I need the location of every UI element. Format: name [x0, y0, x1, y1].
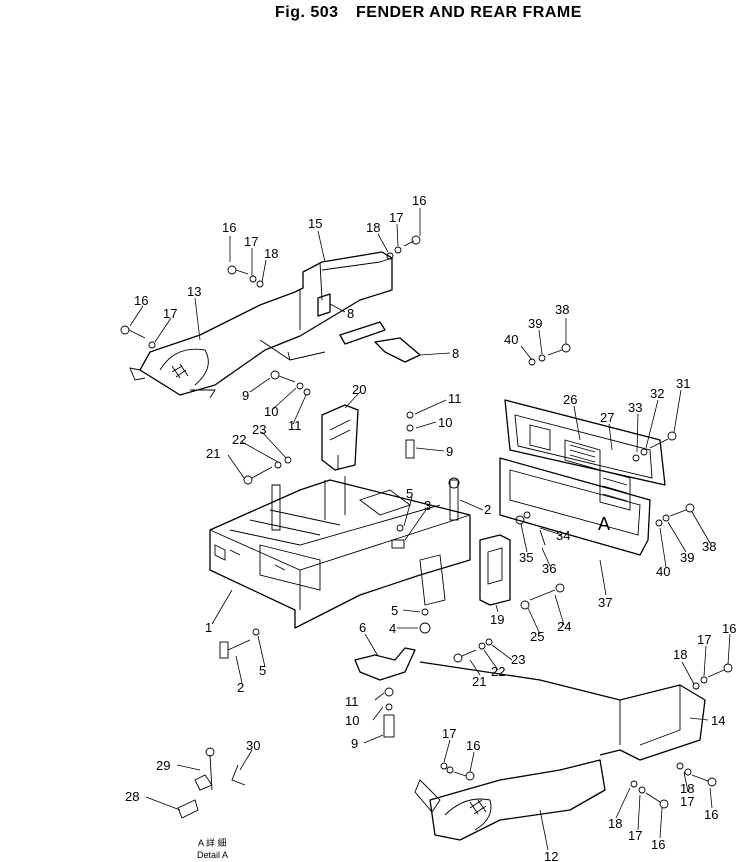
callout-8: 8	[347, 306, 354, 321]
callout-17: 17	[442, 726, 456, 741]
callout-18: 18	[366, 220, 380, 235]
callout-9: 9	[242, 388, 249, 403]
callout-19: 19	[490, 612, 504, 627]
callout-10: 10	[438, 415, 452, 430]
callout-25: 25	[530, 629, 544, 644]
callout-12: 12	[544, 849, 558, 862]
callout-17: 17	[163, 306, 177, 321]
detail-label: Detail A	[197, 850, 228, 860]
callout-17: 17	[628, 828, 642, 843]
figure-title: Fig. 503 FENDER AND REAR FRAME	[0, 0, 739, 30]
callout-16: 16	[651, 837, 665, 852]
callout-21: 21	[206, 446, 220, 461]
callout-40: 40	[656, 564, 670, 579]
callout-17: 17	[389, 210, 403, 225]
lower-plate-37	[499, 457, 651, 556]
callout-5: 5	[391, 603, 398, 618]
bolts-and-washers	[120, 235, 733, 809]
left-fender-13	[129, 251, 393, 399]
callout-21: 21	[472, 674, 486, 689]
callout-30: 30	[246, 738, 260, 753]
fender-12	[414, 759, 606, 841]
callout-33: 33	[628, 400, 642, 415]
callout-4: 4	[389, 621, 396, 636]
figure-number: Fig. 503	[275, 4, 339, 21]
callout-16: 16	[466, 738, 480, 753]
callout-35: 35	[519, 550, 533, 565]
callout-22: 22	[491, 664, 505, 679]
callout-2: 2	[237, 680, 244, 695]
callout-32: 32	[650, 386, 664, 401]
callout-37: 37	[598, 595, 612, 610]
callout-9: 9	[351, 736, 358, 751]
support-bracket-19	[479, 534, 511, 606]
callout-14: 14	[711, 713, 725, 728]
callout-18: 18	[608, 816, 622, 831]
callout-11: 11	[448, 391, 462, 406]
callout-17: 17	[244, 234, 258, 249]
callout-5: 5	[406, 486, 413, 501]
callout-5: 5	[259, 663, 266, 678]
callout-34: 34	[556, 528, 570, 543]
callout-10: 10	[345, 713, 359, 728]
callout-38: 38	[555, 302, 569, 317]
right-fender-14	[419, 661, 706, 761]
callout-15: 15	[308, 216, 322, 231]
callout-16: 16	[704, 807, 718, 822]
callout-3: 3	[424, 498, 431, 513]
plate-letter-a: A	[598, 514, 610, 534]
bracket-6	[354, 647, 416, 681]
rear-frame-1	[209, 476, 471, 629]
callout-labels: 16 17 18 15 18 17 16 16 13 17 8 8 9 10 1…	[125, 193, 736, 862]
callout-11: 11	[345, 694, 359, 709]
detail-label-jp: A 詳 細	[198, 837, 227, 848]
detail-a-parts	[177, 747, 246, 819]
callout-11: 11	[288, 418, 302, 433]
callout-8: 8	[452, 346, 459, 361]
callout-29: 29	[156, 758, 170, 773]
callout-26: 26	[563, 392, 577, 407]
callout-16: 16	[722, 621, 736, 636]
callout-16: 16	[412, 193, 426, 208]
callout-23: 23	[511, 652, 525, 667]
callout-20: 20	[352, 382, 366, 397]
callout-16: 16	[134, 293, 148, 308]
callout-23: 23	[252, 422, 266, 437]
callout-16: 16	[222, 220, 236, 235]
callout-9: 9	[446, 444, 453, 459]
callout-36: 36	[542, 561, 556, 576]
callout-24: 24	[557, 619, 571, 634]
callout-18: 18	[264, 246, 278, 261]
callout-2: 2	[484, 502, 491, 517]
callout-1: 1	[205, 620, 212, 635]
callout-27: 27	[600, 410, 614, 425]
callout-22: 22	[232, 432, 246, 447]
callout-40: 40	[504, 332, 518, 347]
leader-lines	[129, 208, 731, 851]
callout-13: 13	[187, 284, 201, 299]
callout-18: 18	[680, 781, 694, 796]
callout-6: 6	[359, 620, 366, 635]
callout-18: 18	[673, 647, 687, 662]
callout-17: 17	[697, 632, 711, 647]
bracket-8	[317, 293, 421, 363]
callout-28: 28	[125, 789, 139, 804]
figure-name: FENDER AND REAR FRAME	[356, 4, 582, 21]
callout-31: 31	[676, 376, 690, 391]
callout-39: 39	[680, 550, 694, 565]
callout-17: 17	[680, 794, 694, 809]
callout-39: 39	[528, 316, 542, 331]
callout-10: 10	[264, 404, 278, 419]
callout-38: 38	[702, 539, 716, 554]
support-bracket-20	[321, 404, 359, 471]
